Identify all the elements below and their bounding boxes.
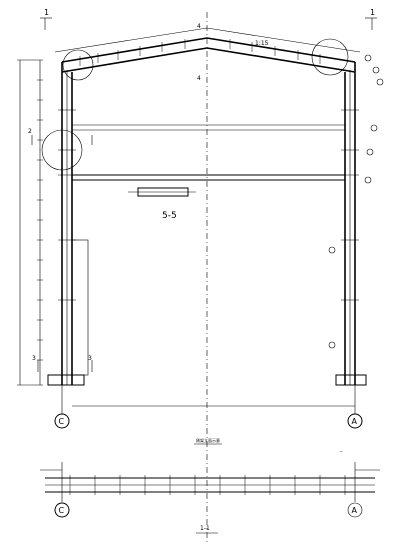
right-column: [335, 62, 367, 386]
section-2-markers: 2: [28, 128, 93, 145]
plan-axis-a-label: A: [352, 506, 358, 515]
left-infill-panel: [71, 239, 89, 376]
section-3-left: 3: [32, 355, 36, 362]
section-5-5-detail: 5-5: [128, 187, 196, 221]
detail-callout-column-left: [41, 129, 83, 171]
plan-view-strip: ─: [40, 449, 380, 502]
roof-slope-label: 1:15: [255, 40, 269, 47]
section-2-left: 2: [28, 128, 32, 135]
detail-callout-knee-right: [311, 38, 349, 76]
bottom-section-label: 1-1: [200, 525, 210, 532]
elevation-caption: 刚架立面示意: [196, 437, 220, 443]
detail-callout-knee-left: [62, 49, 94, 81]
plan-axis-c-label: C: [59, 506, 65, 515]
leader-markers-right: [328, 54, 384, 349]
plan-axis-bubble-a: A: [347, 502, 363, 518]
section-5-5-label: 5-5: [162, 211, 177, 221]
section-3-right: 3: [88, 355, 92, 362]
axis-a-label: A: [352, 417, 358, 426]
left-dimension-chain: [17, 59, 43, 386]
section-mark-left-text: 1: [44, 8, 49, 17]
interior-beams: [72, 124, 355, 407]
section-marker-left: 1: [40, 8, 52, 30]
axis-bubble-a: A: [347, 385, 363, 429]
section-marker-right: 1: [365, 8, 377, 30]
bottom-section-marker: 1-1: [196, 525, 218, 534]
plan-caption: ─: [339, 449, 343, 454]
left-column: [47, 62, 85, 386]
center-mark-lower: 4: [197, 75, 201, 82]
center-mark-upper: 4: [197, 23, 201, 30]
section-3-markers: 3 3: [32, 355, 93, 372]
plan-axis-bubble-c: C: [54, 502, 70, 518]
roof-rafter: 1:15: [54, 27, 361, 73]
section-mark-right-text: 1: [370, 8, 375, 17]
axis-bubble-c: C: [54, 385, 70, 429]
axis-c-label: C: [59, 417, 65, 426]
